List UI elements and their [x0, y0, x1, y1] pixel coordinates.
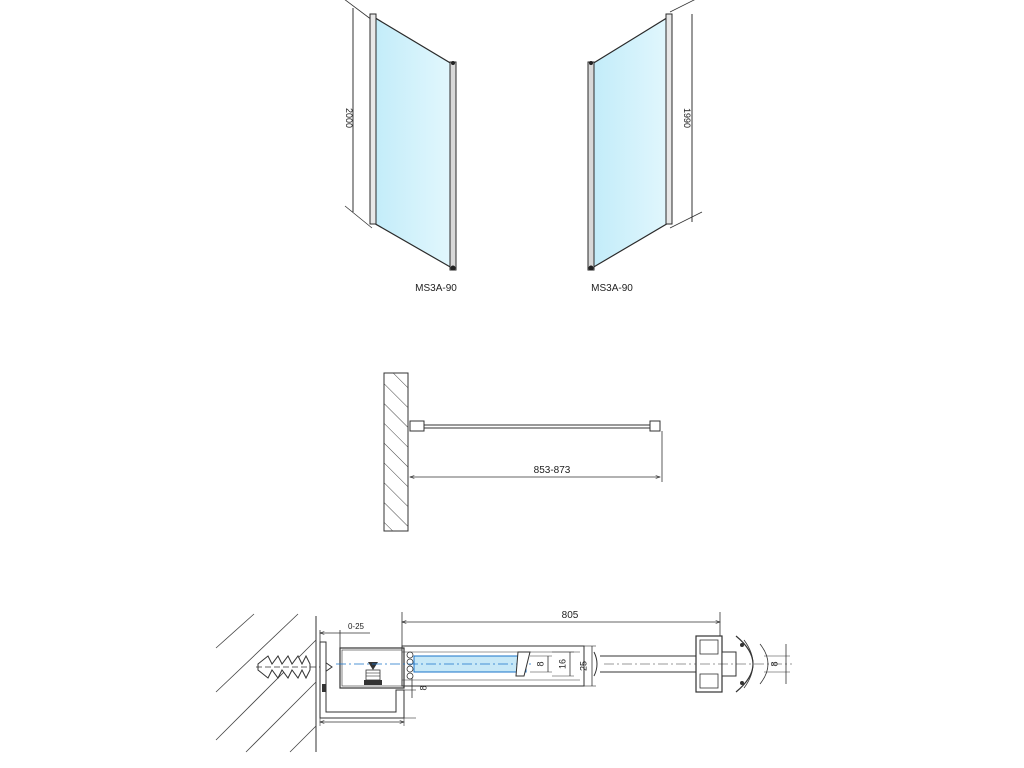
right-wall-profile — [665, 13, 673, 225]
right-height-label: 1990 — [682, 108, 692, 128]
left-panel-elevation: 2000 MS3A-90 — [344, 0, 457, 294]
outer-dim-label: 25 — [578, 661, 588, 671]
right-model-label: MS3A-90 — [591, 283, 633, 294]
end-glass-dim-label: 8 — [769, 661, 779, 666]
left-model-label: MS3A-90 — [415, 283, 457, 294]
plan-wall-profile — [409, 420, 425, 432]
overall-dim-label: 805 — [562, 610, 579, 621]
inner-dim-label: 16 — [557, 659, 567, 669]
right-panel-elevation: 1990 MS3A-90 — [587, 0, 703, 294]
section-cover-profile — [401, 645, 585, 687]
left-edge-profile — [449, 61, 457, 271]
left-wall-profile — [369, 13, 377, 225]
left-glass-panel — [371, 14, 453, 270]
plan-width-label: 853-873 — [534, 465, 571, 476]
left-height-label: 2000 — [344, 108, 354, 128]
glass-dim-label: 8 — [535, 661, 545, 666]
section-edge-profile — [695, 635, 792, 693]
plan-wall — [383, 372, 409, 532]
right-edge-profile — [587, 61, 595, 271]
base-dim-label: 8 — [418, 685, 428, 690]
profile-section: 805 0-25 8 16 25 8 8 — [215, 610, 792, 753]
adjust-dim-label: 0-25 — [348, 622, 365, 631]
section-wall-profile — [319, 641, 414, 719]
plan-edge-profile — [649, 420, 661, 432]
right-glass-panel — [591, 14, 671, 270]
section-wall — [215, 613, 317, 753]
plan-view: 853-873 — [383, 372, 663, 532]
